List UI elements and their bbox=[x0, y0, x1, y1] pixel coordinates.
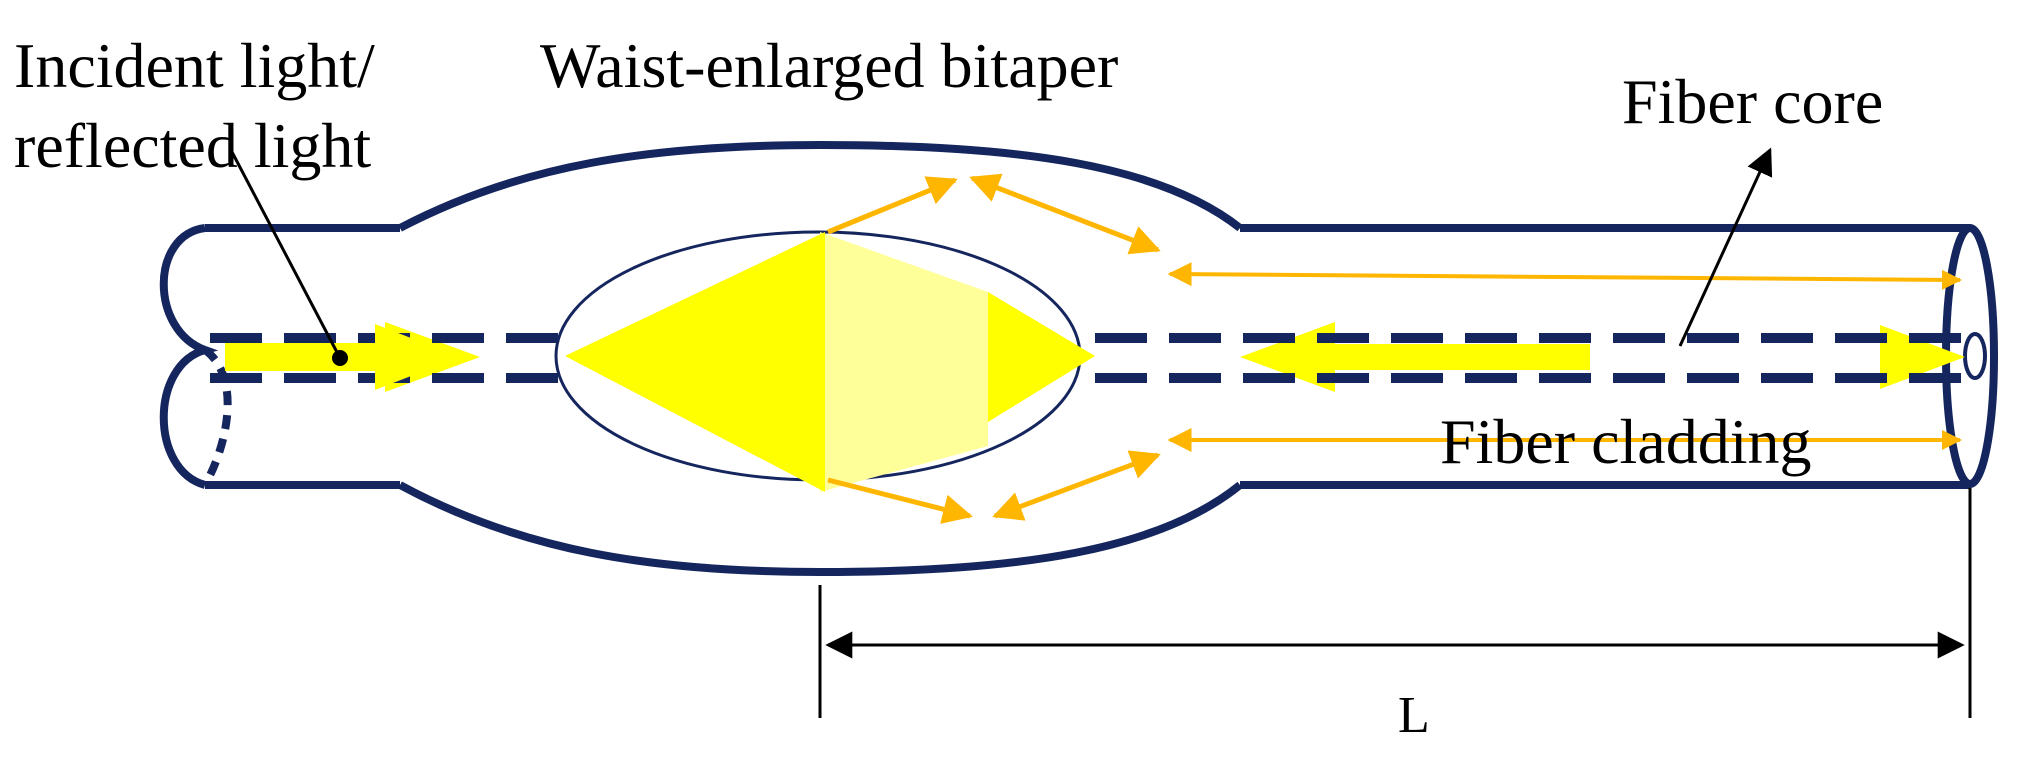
expanding-light-cone bbox=[565, 232, 825, 492]
incident-leader-line bbox=[230, 151, 342, 359]
reflected-beam bbox=[1240, 322, 1590, 392]
waist-enlarged-bitaper-label: Waist-enlarged bitaper bbox=[540, 30, 1119, 101]
cladding-mode-arrows bbox=[827, 173, 1962, 524]
bitaper-upper-wall bbox=[398, 140, 1243, 232]
input-core-arrow bbox=[375, 324, 460, 390]
cladding-arrow-upper-1 bbox=[827, 176, 958, 235]
cladding-arrow-upper-2 bbox=[969, 173, 1161, 255]
length-l-label: L bbox=[1398, 687, 1430, 744]
incident-label-line1: Incident light/ bbox=[14, 30, 375, 101]
fiber-cladding-label: Fiber cladding bbox=[1440, 406, 1812, 477]
cladding-arrow-lower-2 bbox=[992, 450, 1161, 521]
fiber-core-label: Fiber core bbox=[1622, 66, 1884, 137]
incident-reflected-light-label: Incident light/ reflected light bbox=[14, 26, 375, 186]
bitaper-lower-wall bbox=[398, 481, 1243, 577]
waist-light-cone bbox=[565, 232, 1095, 492]
pale-light-region bbox=[820, 232, 988, 492]
length-dimension bbox=[818, 488, 1972, 718]
cladding-arrow-lower-1 bbox=[827, 477, 973, 524]
incident-leader-dot bbox=[332, 350, 348, 366]
core-end-face bbox=[1963, 332, 1987, 380]
input-fiber-end-face bbox=[159, 224, 219, 489]
end-face-beam-arrow bbox=[1880, 325, 1965, 389]
input-fiber-end-face-hidden bbox=[201, 346, 232, 487]
cladding-arrow-upper-long bbox=[1167, 262, 1962, 290]
core-leader-line bbox=[1678, 147, 1773, 347]
leader-lines bbox=[230, 147, 1773, 366]
converging-light-cone bbox=[988, 292, 1095, 422]
incident-label-line2: reflected light bbox=[14, 110, 372, 181]
